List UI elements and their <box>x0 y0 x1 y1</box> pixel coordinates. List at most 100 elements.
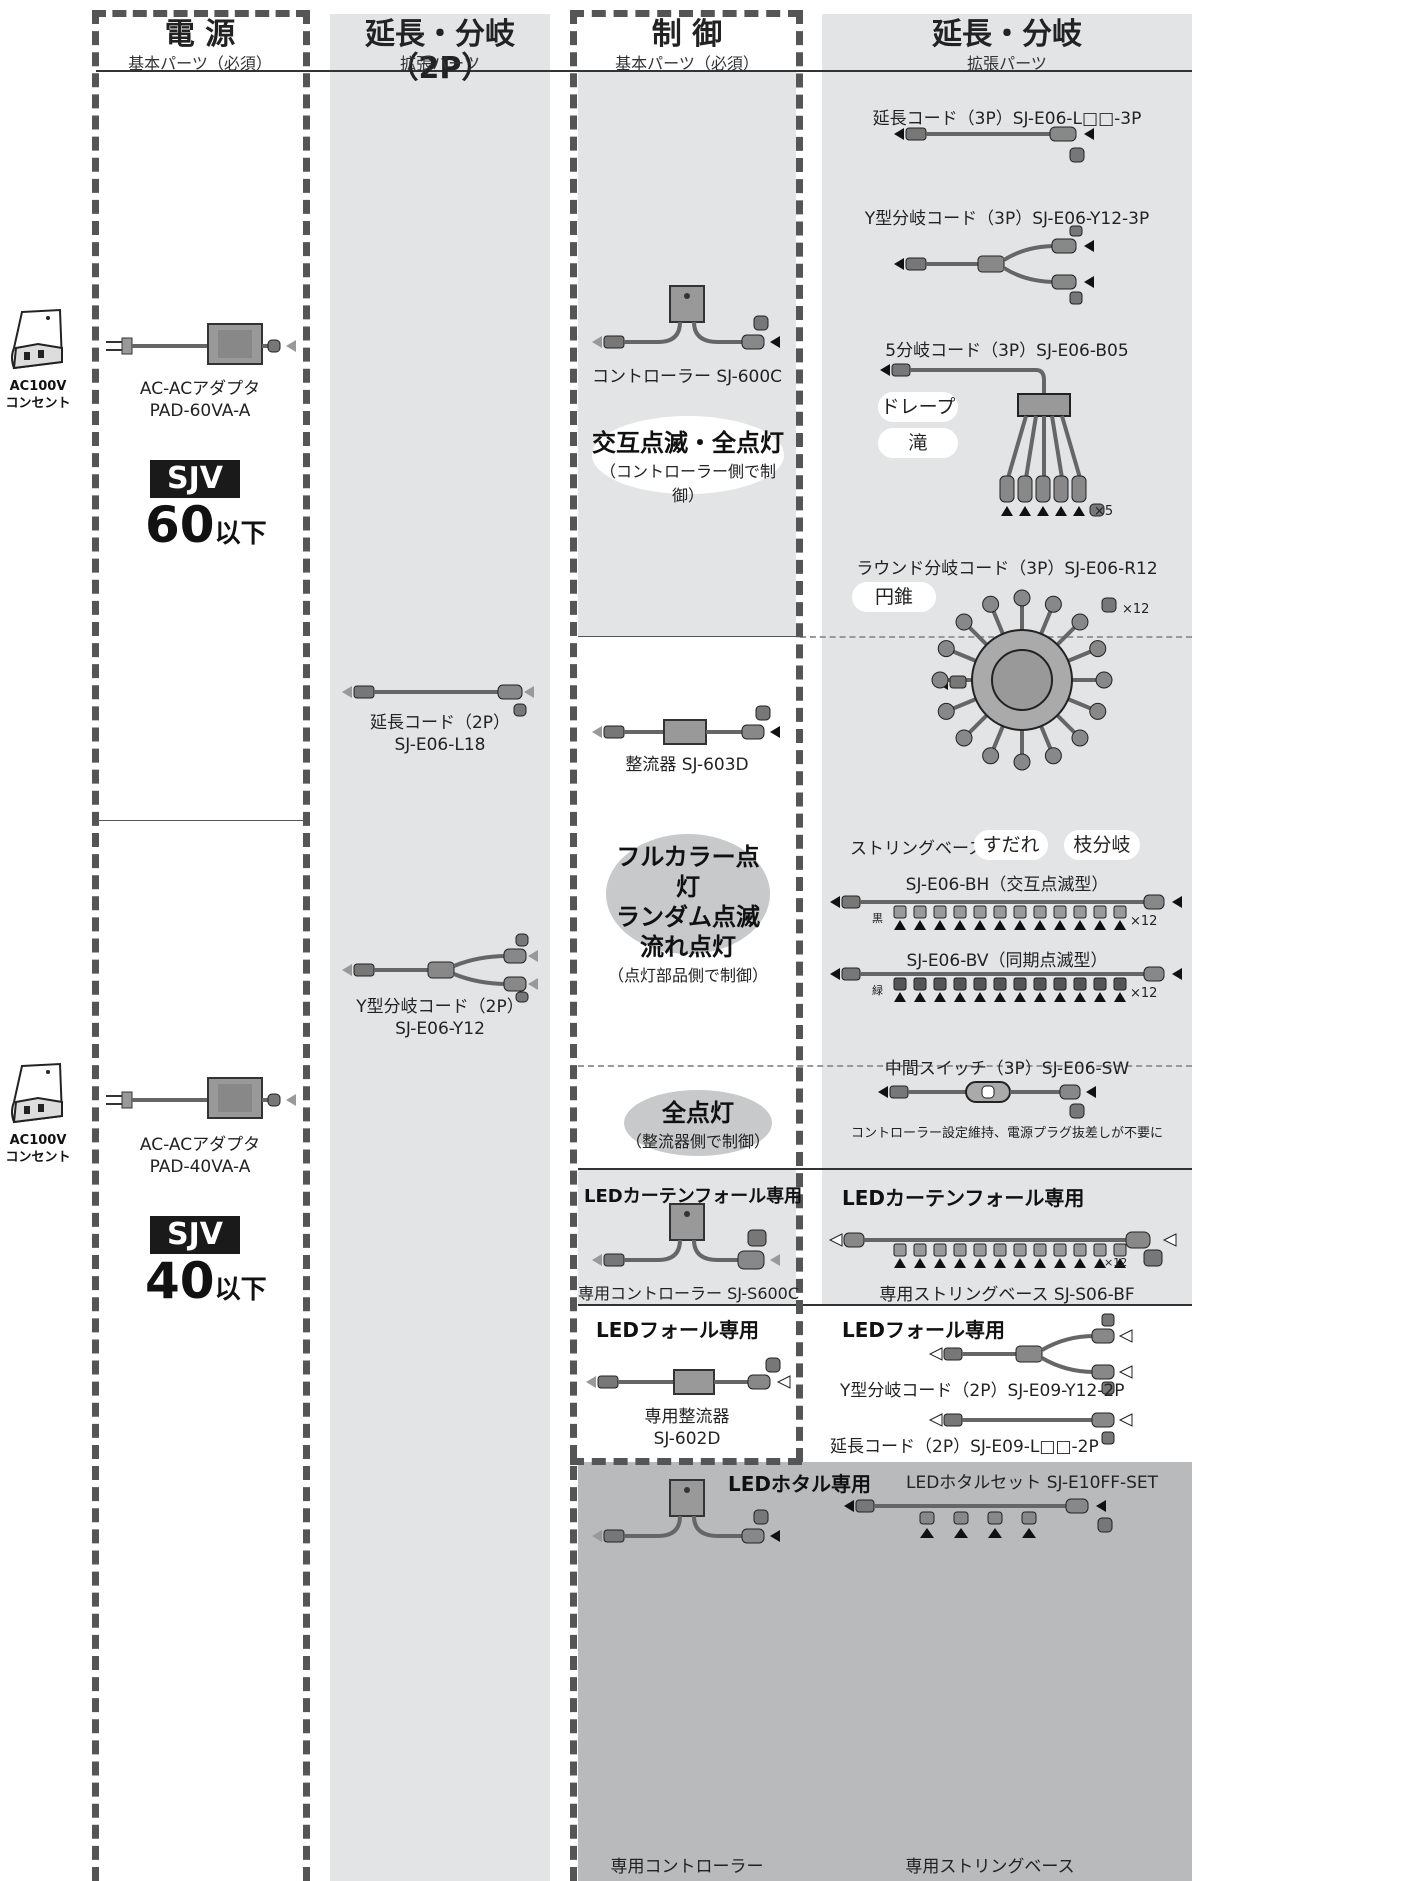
control-title: 制 御 <box>651 17 723 52</box>
curtain-control-title: LEDカーテンフォール専用 <box>584 1186 803 1207</box>
string-node-arrow <box>1034 1258 1046 1268</box>
string-node <box>893 905 907 919</box>
round-connector <box>1013 753 1031 771</box>
round-connector <box>937 702 955 720</box>
string-node-arrow <box>1114 1258 1126 1268</box>
limit-40-suffix: 以下 <box>214 1275 267 1305</box>
string-node-arrow <box>934 1258 946 1268</box>
outlet-label-1-line2: コンセント <box>5 396 71 411</box>
string-node <box>1033 1243 1047 1257</box>
string-node <box>973 905 987 919</box>
string-node-arrow <box>914 992 926 1002</box>
string-node-arrow <box>1074 1258 1086 1268</box>
control-subtitle: 基本パーツ（必須） <box>615 54 759 73</box>
string-node <box>933 977 947 991</box>
fall-rule <box>578 1304 1192 1306</box>
string-node <box>1093 977 1107 991</box>
limit-40-number: 40 <box>145 1252 215 1310</box>
outlet-label-2-line2: コンセント <box>5 1150 71 1165</box>
curtain-string-base-icon <box>828 1231 1177 1268</box>
controller-label: コントローラー SJ-600C <box>591 367 783 387</box>
extension-cord-2p-label: 延長コード（2P） SJ-E06-L18 <box>330 712 550 756</box>
string-node <box>953 1243 967 1257</box>
string-node-arrow <box>974 1258 986 1268</box>
string-node-arrow <box>974 992 986 1002</box>
string-node-arrow <box>1094 992 1106 1002</box>
round-label: ラウンド分岐コード（3P）SJ-E06-R12 <box>856 559 1158 579</box>
mode-allon-ellipse: 全点灯 （整流器側で制御） <box>624 1090 772 1156</box>
y-cord-2p-line1: Y型分岐コード（2P） <box>356 997 524 1017</box>
fall-ext-title: LEDフォール専用 <box>842 1318 1006 1342</box>
fall-cord-label: 延長コード（2P）SJ-E09-L□□-2P <box>830 1437 1099 1457</box>
b05-label: 5分岐コード（3P）SJ-E06-B05 <box>885 341 1129 361</box>
extension-cord-2p-line1: 延長コード（2P） <box>369 713 511 733</box>
string-node <box>1093 1243 1107 1257</box>
mode-allon-title: 全点灯 <box>662 1099 734 1127</box>
adapter-40-label: AC-ACアダプタ PAD-40VA-A <box>100 1134 300 1178</box>
string-node <box>1053 1243 1067 1257</box>
power-frame-right <box>303 10 310 1881</box>
string-node <box>973 1243 987 1257</box>
string-node <box>1073 1243 1087 1257</box>
curtain-base-label: 専用ストリングベース SJ-S06-BF <box>879 1285 1135 1305</box>
round-connector <box>1044 595 1062 613</box>
y-cord-3p-icon <box>894 225 1094 305</box>
round-connector <box>1089 702 1107 720</box>
bv-color-label: 緑 <box>872 984 883 997</box>
extension-cord-2p-icon <box>342 684 534 717</box>
round-connector <box>937 640 955 658</box>
curtain-controller-label: 専用コントローラー SJ-S600C <box>578 1284 800 1303</box>
round-connector <box>1095 671 1113 689</box>
fall-y-cord-label: Y型分岐コード（2P）SJ-E09-Y12-2P <box>840 1381 1125 1401</box>
power-title: 電 源 <box>164 17 236 52</box>
pill-sudare: すだれ <box>974 830 1048 860</box>
string-node-arrow <box>1074 992 1086 1002</box>
string-node <box>913 1243 927 1257</box>
string-node-arrow <box>934 992 946 1002</box>
string-node <box>993 977 1007 991</box>
sjv-badge-40: SJV <box>150 1216 240 1254</box>
control-frame-bottom <box>570 1458 802 1465</box>
cord-3p-icon <box>894 126 1094 163</box>
curtain-rule <box>578 1168 1192 1170</box>
controller-icon <box>592 285 780 350</box>
switch-dashed-divider <box>578 1065 1192 1067</box>
string-node <box>1053 905 1067 919</box>
outlet-icon <box>11 1062 64 1124</box>
round-cord-icon <box>931 589 1117 771</box>
string-node-arrow <box>894 1258 906 1268</box>
adapter-60-icon <box>106 323 296 365</box>
round-connector <box>931 671 949 689</box>
switch-note: コントローラー設定維持、電源プラグ抜差しが不要に <box>850 1126 1163 1141</box>
control-frame-right <box>796 10 803 1462</box>
mode-alternate-title: 交互点滅・全点灯 <box>592 429 784 457</box>
limit-60: 60以下 <box>145 496 267 554</box>
string-node <box>1013 905 1027 919</box>
string-node-arrow <box>994 1258 1006 1268</box>
string-node-arrow <box>1014 920 1026 930</box>
string-node-arrow <box>1034 992 1046 1002</box>
limit-40: 40以下 <box>145 1252 267 1310</box>
string-node-arrow <box>1054 920 1066 930</box>
extension-cord-2p-line2: SJ-E06-L18 <box>394 735 486 755</box>
fall-rectifier-line2: SJ-602D <box>653 1429 721 1449</box>
adapter-40-label-line1: AC-ACアダプタ <box>139 1135 261 1155</box>
y-cord-2p-label: Y型分岐コード（2P） SJ-E06-Y12 <box>330 996 550 1040</box>
round-connector <box>1089 640 1107 658</box>
round-connector <box>982 595 1000 613</box>
b05-multiplier: ×5 <box>1094 504 1114 519</box>
string-node-arrow <box>1014 1258 1026 1268</box>
y-cord-2p-line2: SJ-E06-Y12 <box>395 1019 485 1039</box>
ext2p-column-bg <box>330 14 550 1881</box>
control-upper-bg <box>578 70 796 636</box>
string-node <box>1113 977 1127 991</box>
outlet-label-2-line1: AC100V <box>9 1133 67 1148</box>
ext2p-subtitle: 拡張パーツ <box>400 54 480 73</box>
adapter-60-label-line1: AC-ACアダプタ <box>139 379 261 399</box>
y-cord-3p-label: Y型分岐コード（3P）SJ-E06-Y12-3P <box>864 209 1150 229</box>
string-base-bv-icon <box>830 966 1182 1002</box>
string-node-arrow <box>1054 992 1066 1002</box>
curtain-controller-icon <box>592 1203 780 1270</box>
pill-edabunki: 枝分岐 <box>1064 830 1140 860</box>
power-subtitle: 基本パーツ（必須） <box>128 54 272 73</box>
